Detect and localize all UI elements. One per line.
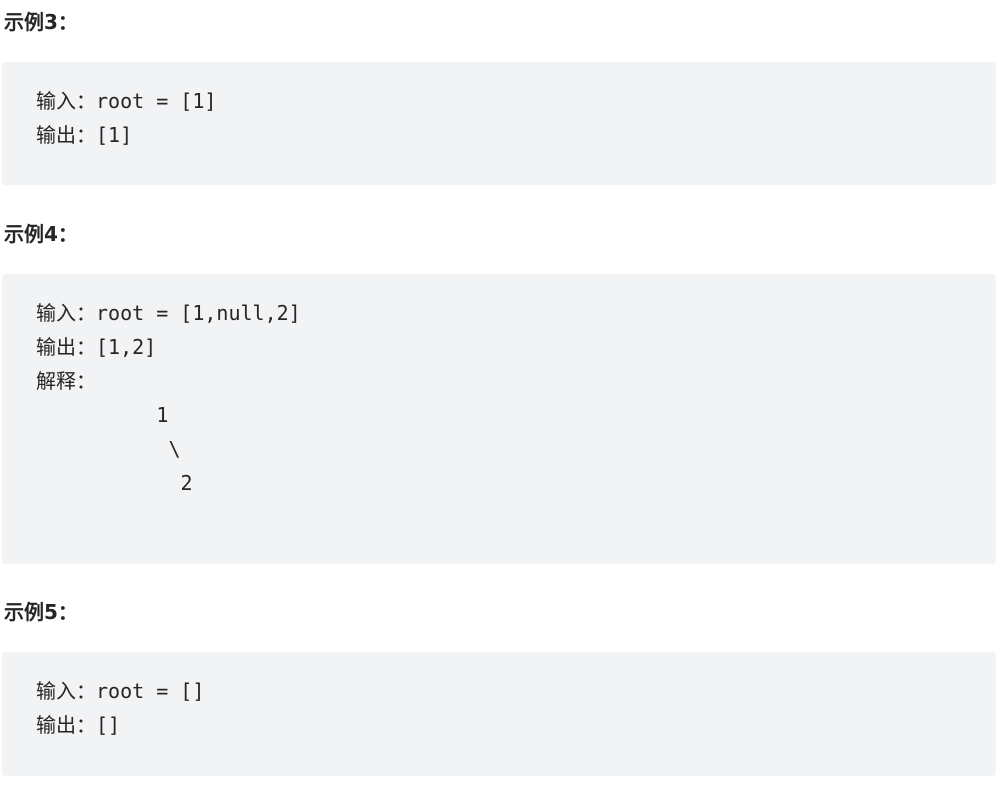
example-5-heading: 示例5：	[4, 600, 78, 624]
example-4-tree-child-line: 2	[36, 471, 193, 495]
example-3-code-block: 输入：root = [1] 输出：[1]	[2, 62, 996, 185]
example-5-input-line: 输入：root = []	[36, 679, 205, 703]
example-4-heading: 示例4：	[4, 222, 78, 246]
example-3-output-line: 输出：[1]	[36, 123, 133, 147]
example-3-heading: 示例3：	[4, 10, 78, 34]
example-4-output-line: 输出：[1,2]	[36, 335, 157, 359]
example-4-tree-edge-line: \	[36, 437, 181, 461]
example-4-explanation-line: 解释：	[36, 369, 96, 393]
example-4-tree-root-line: 1	[36, 403, 169, 427]
example-5-code-block: 输入：root = [] 输出：[]	[2, 652, 996, 776]
example-5-output-line: 输出：[]	[36, 713, 121, 737]
example-3-input-line: 输入：root = [1]	[36, 89, 217, 113]
example-4-input-line: 输入：root = [1,null,2]	[36, 301, 301, 325]
example-4-code-block: 输入：root = [1,null,2] 输出：[1,2] 解释： 1 \ 2	[2, 274, 996, 564]
